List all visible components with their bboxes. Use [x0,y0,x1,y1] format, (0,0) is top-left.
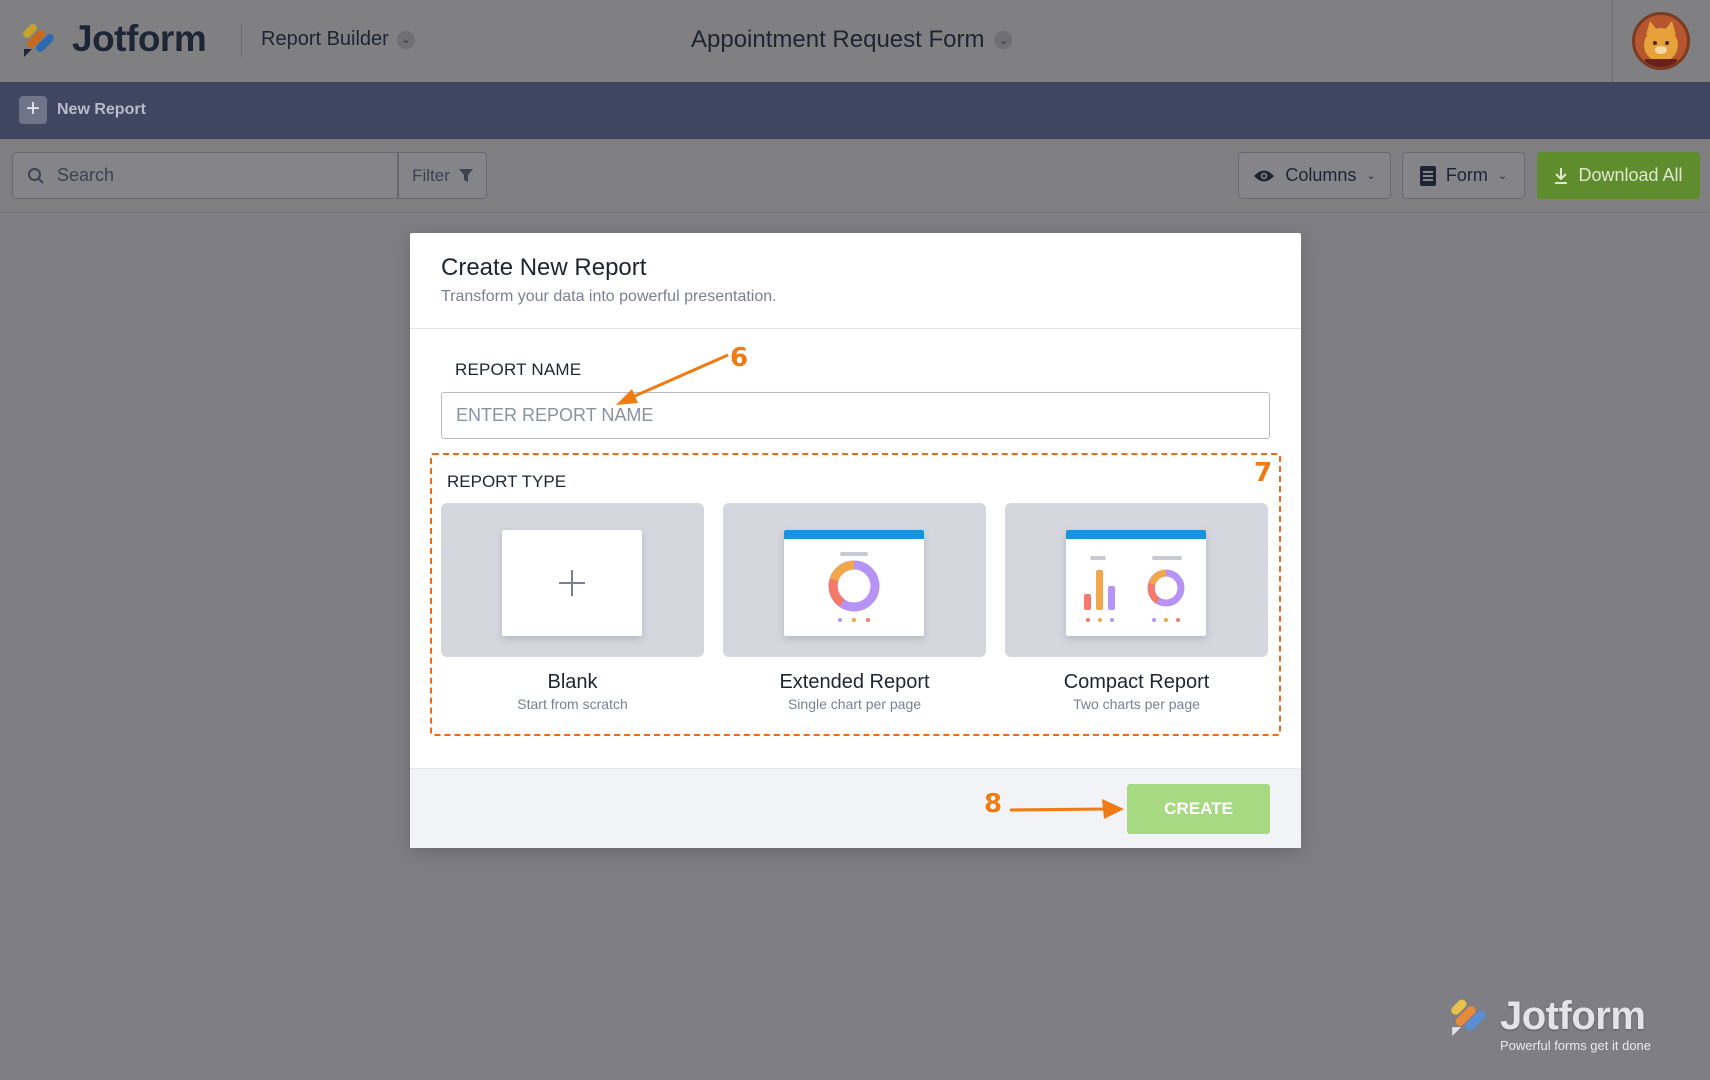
bar-and-donut-chart-icon [1084,556,1185,622]
modal-header: Create New Report Transform your data in… [410,233,1301,329]
compact-thumbnail [1066,530,1206,636]
step-marker-7: 7 [1254,458,1273,488]
filter-button[interactable]: Filter [398,152,487,199]
report-name-input[interactable] [441,392,1270,439]
search-placeholder: Search [57,165,115,185]
extended-thumbnail [784,530,924,636]
jotform-logo-icon [23,24,54,57]
toolbar: Search Filter Columns ⌄ Form ⌄ Down [0,139,1710,213]
modal-subtitle: Transform your data into powerful presen… [441,288,777,305]
document-icon [1419,165,1436,186]
modal-title: Create New Report [441,254,647,281]
new-report-button[interactable]: + New Report [19,96,146,124]
report-type-section: REPORT TYPE 7 Blank Start from scratch [430,453,1281,736]
download-icon [1555,167,1568,184]
modal-footer: 8 CREATE [410,768,1301,848]
annotation-arrow-icon [616,353,729,405]
brand-name: Jotform [72,18,207,59]
report-type-compact[interactable]: Compact Report Two charts per page [1005,503,1268,712]
thumbnail-header-bar [784,530,924,539]
card-background [723,503,986,657]
columns-button[interactable]: Columns ⌄ [1238,152,1391,199]
form-title-menu[interactable]: Appointment Request Form ⌄ [691,26,1013,54]
plus-icon [559,570,585,596]
card-background [1005,503,1268,657]
form-title: Appointment Request Form [691,26,985,53]
card-description: Start from scratch [517,696,628,712]
chevron-down-icon: ⌄ [396,30,415,49]
report-type-extended[interactable]: Extended Report Single chart per page [723,503,986,712]
new-report-label: New Report [57,101,146,118]
report-builder-label: Report Builder [261,28,389,50]
funnel-icon [458,168,473,182]
header-divider [241,24,242,58]
search-icon [28,167,44,184]
download-label: Download All [1578,165,1683,185]
watermark-brand: Jotform [1500,994,1646,1038]
blank-thumbnail [502,530,642,636]
watermark-text: Jotform Powerful forms get it done [1500,996,1651,1053]
card-title: Extended Report [779,671,930,693]
search-input[interactable]: Search [12,152,398,199]
annotation-arrow-icon [1009,799,1124,819]
jotform-watermark: Jotform Powerful forms get it done [1450,996,1651,1053]
report-builder-menu[interactable]: Report Builder ⌄ [261,28,415,51]
filter-label: Filter [412,165,450,185]
step-marker-6: 6 [730,343,749,373]
card-background [441,503,704,657]
form-label: Form [1445,165,1488,185]
chevron-down-icon: ⌄ [1366,170,1376,182]
columns-label: Columns [1285,165,1357,185]
jotform-logo-icon [1451,999,1486,1036]
card-description: Two charts per page [1073,696,1200,712]
step-marker-8: 8 [984,789,1003,819]
avatar[interactable] [1632,12,1690,70]
eye-icon [1254,170,1275,181]
form-button[interactable]: Form ⌄ [1402,152,1525,199]
top-header: Jotform Report Builder ⌄ Appointment Req… [0,0,1710,82]
create-report-modal: Create New Report Transform your data in… [410,233,1301,848]
plus-icon: + [19,96,47,124]
create-button[interactable]: CREATE [1127,784,1270,834]
card-title: Compact Report [1063,671,1210,693]
report-type-blank[interactable]: Blank Start from scratch [441,503,704,712]
watermark-tagline: Powerful forms get it done [1500,1038,1652,1053]
chevron-down-icon: ⌄ [1497,170,1508,182]
thumbnail-header-bar [1066,530,1206,539]
report-name-label: REPORT NAME [455,360,582,379]
cat-avatar-icon [1644,21,1678,67]
donut-chart-icon [828,552,880,622]
report-type-label: REPORT TYPE [447,472,567,491]
download-all-button[interactable]: Download All [1537,152,1700,199]
new-report-bar: + New Report [0,82,1710,139]
chevron-down-icon: ⌄ [994,31,1013,49]
card-title: Blank [547,671,598,693]
card-description: Single chart per page [787,696,922,712]
account-area [1612,0,1710,82]
jotform-logo[interactable]: Jotform [22,18,207,60]
